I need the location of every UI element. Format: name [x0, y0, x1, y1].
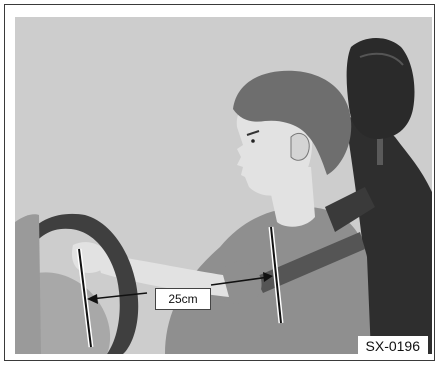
ear: [291, 133, 309, 160]
distance-label: 25cm: [155, 288, 211, 310]
figure-frame: 25cm SX-0196: [4, 4, 435, 361]
eye: [251, 139, 255, 143]
dashboard: [15, 214, 41, 354]
driving-position-illustration: 25cm: [15, 17, 432, 354]
figure-code: SX-0196: [358, 336, 428, 356]
headrest-post: [377, 135, 383, 165]
